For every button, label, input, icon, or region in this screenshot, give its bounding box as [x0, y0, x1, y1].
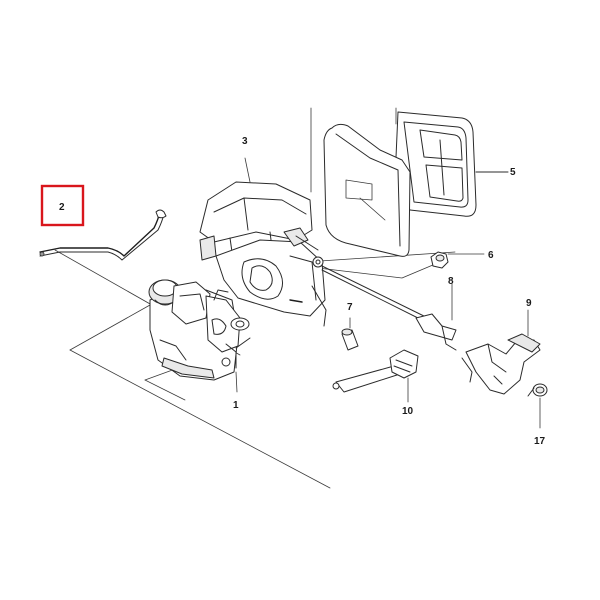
- part-2-choke-rod: [39, 209, 167, 261]
- part-17-screw: [527, 383, 548, 429]
- part-2-highlight-box: [40, 184, 85, 227]
- label-part-8: 8: [448, 276, 454, 287]
- label-part-3: 3: [242, 136, 248, 147]
- label-part-6: 6: [488, 250, 494, 261]
- label-part-1: 1: [233, 400, 239, 411]
- part-6-nut: [430, 251, 485, 269]
- part-1-carburetor: [148, 279, 251, 393]
- label-part-2: 2: [59, 202, 65, 213]
- part-5-air-filter: [394, 111, 509, 217]
- label-part-5: 5: [510, 167, 516, 178]
- label-part-17: 17: [534, 436, 546, 447]
- label-part-10: 10: [402, 406, 414, 417]
- label-part-9: 9: [526, 298, 532, 309]
- part-8-choke-lever: [321, 265, 457, 351]
- part-10-link-rod: [332, 349, 419, 403]
- part-labels: 2 3 5 6 8 7 9 1 10 17: [59, 136, 546, 447]
- part-3-carb-housing: [199, 181, 327, 327]
- part-7-sleeve: [341, 317, 359, 351]
- part-filter-panel: [323, 123, 411, 257]
- part-9-trigger-lever: [461, 309, 541, 395]
- label-part-7: 7: [347, 302, 353, 313]
